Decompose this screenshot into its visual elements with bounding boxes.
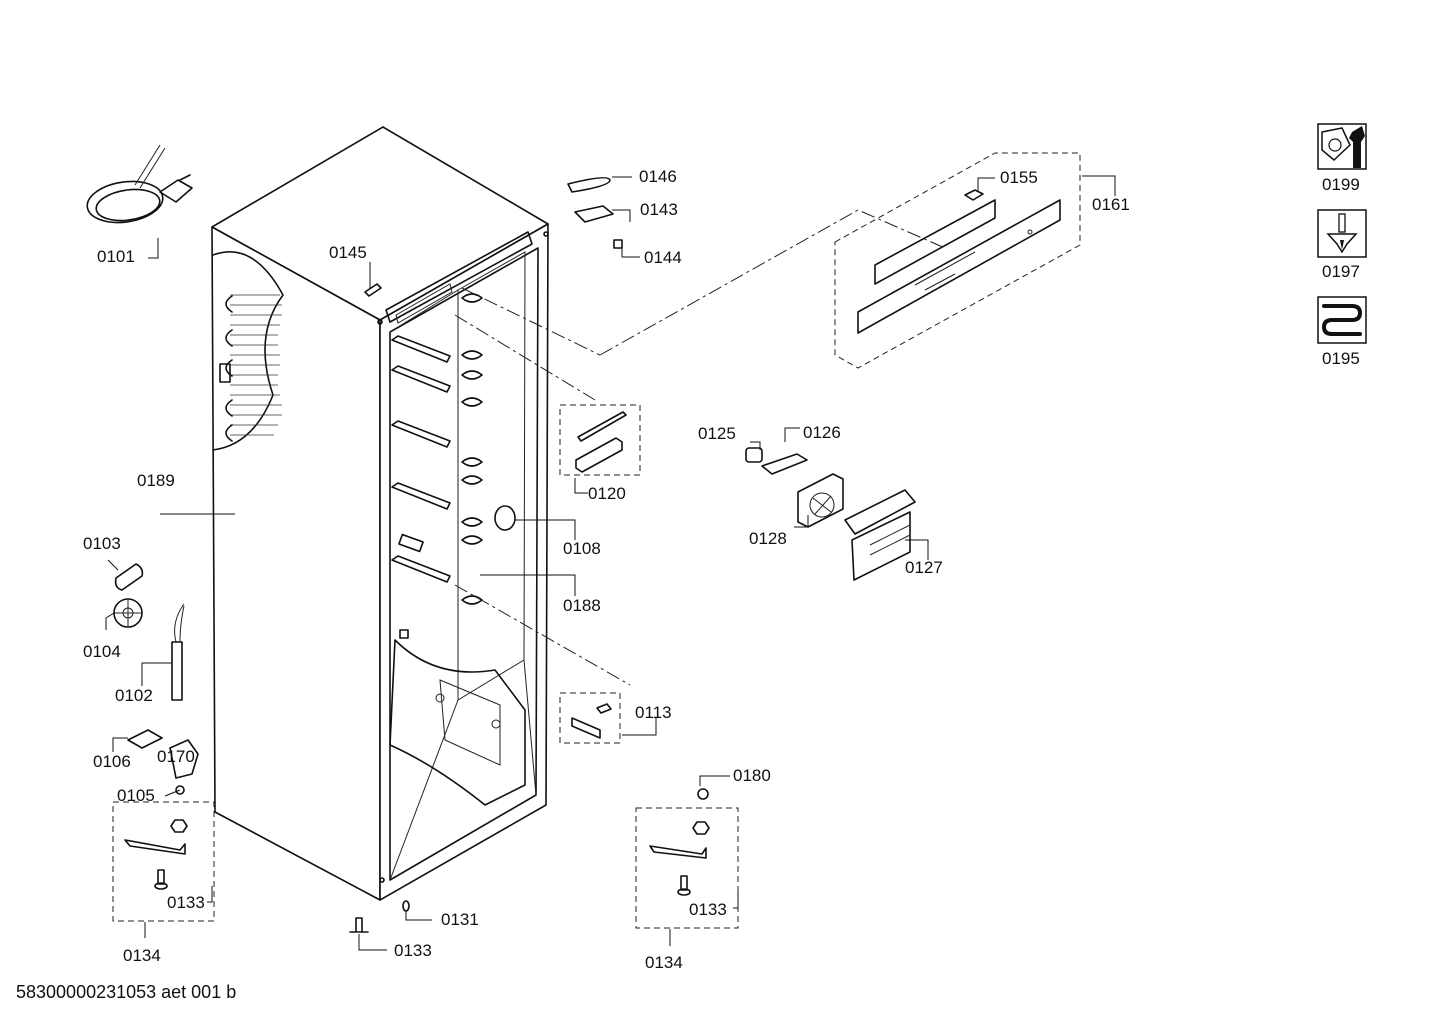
label-0102: 0102 (115, 686, 153, 705)
label-0120: 0120 (588, 484, 626, 503)
small-electrical-parts (113, 563, 185, 701)
heating-coil-icon (1317, 296, 1367, 344)
label-0145: 0145 (329, 243, 367, 262)
label-0134-right: 0134 (645, 953, 683, 972)
label-0134-left: 0134 (123, 946, 161, 965)
foot-assembly-right (635, 807, 739, 929)
label-0199: 0199 (1322, 175, 1360, 194)
document-code: 58300000231053 aet 001 b (16, 982, 236, 1002)
label-0103: 0103 (83, 534, 121, 553)
label-0128: 0128 (749, 529, 787, 548)
label-0143: 0143 (640, 200, 678, 219)
part-0145-shape (364, 283, 382, 297)
screw-0133-bottom (349, 917, 369, 933)
label-0195: 0195 (1322, 349, 1360, 368)
cabinet-body (211, 126, 549, 901)
label-0189: 0189 (137, 471, 175, 490)
label-0170: 0170 (157, 747, 195, 766)
label-0106: 0106 (93, 752, 131, 771)
label-0144: 0144 (644, 248, 682, 267)
label-0125: 0125 (698, 424, 736, 443)
part-group-0120 (559, 404, 641, 476)
label-0146: 0146 (639, 167, 677, 186)
thermostat-parts (127, 729, 199, 795)
label-0133-right: 0133 (689, 900, 727, 919)
connector-line-panel (599, 209, 946, 356)
part-group-0113 (559, 692, 621, 744)
condenser-coil (212, 251, 284, 451)
connector-line-0113 (454, 584, 631, 686)
connector-line-0120 (454, 314, 596, 401)
label-0105: 0105 (117, 786, 155, 805)
top-hinge-parts (567, 176, 623, 249)
washer-0180 (697, 788, 709, 800)
leader-lines (105, 175, 1116, 951)
power-cord (86, 144, 193, 224)
label-0161: 0161 (1092, 195, 1130, 214)
label-0101: 0101 (97, 247, 135, 266)
label-0108: 0108 (563, 539, 601, 558)
label-0126: 0126 (803, 423, 841, 442)
label-0180: 0180 (733, 766, 771, 785)
label-0127: 0127 (905, 558, 943, 577)
wrench-nut-icon (1317, 123, 1367, 170)
part-0131-shape (402, 900, 410, 912)
label-0131: 0131 (441, 910, 479, 929)
label-0133-left: 0133 (167, 893, 205, 912)
label-0104: 0104 (83, 642, 121, 661)
control-panel-group (834, 152, 1081, 369)
screwdriver-icon (1317, 209, 1367, 258)
label-0155: 0155 (1000, 168, 1038, 187)
connector-line-panel-2 (461, 287, 601, 356)
part-labels: 0101 0145 0146 0143 0144 0155 0161 0189 … (83, 167, 1130, 972)
label-0197: 0197 (1322, 262, 1360, 281)
label-0113: 0113 (635, 703, 672, 722)
label-0188: 0188 (563, 596, 601, 615)
fan-assembly (745, 447, 916, 581)
label-0133-bottom: 0133 (394, 941, 432, 960)
foot-assembly-left (112, 801, 215, 922)
